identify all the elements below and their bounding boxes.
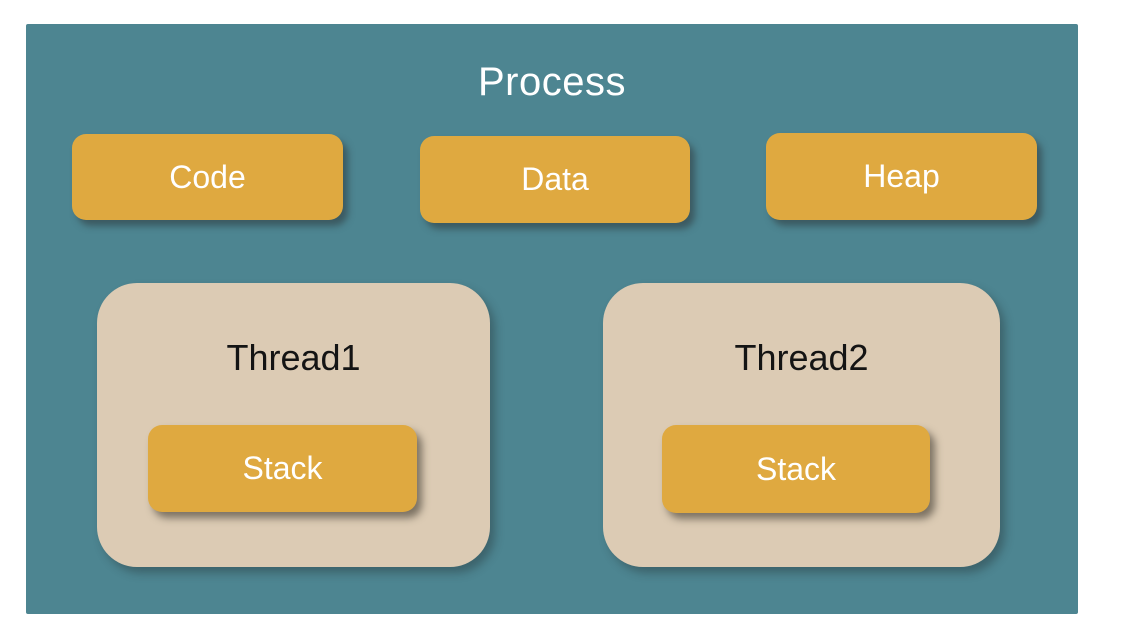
process-container: Process Code Data Heap Thread1 Stack Thr… bbox=[26, 24, 1078, 614]
segment-code-box: Code bbox=[72, 134, 343, 220]
thread2-label: Thread2 bbox=[734, 337, 869, 378]
thread1-container: Thread1 Stack bbox=[97, 283, 490, 567]
process-title: Process bbox=[478, 60, 626, 104]
thread1-label: Thread1 bbox=[226, 337, 361, 378]
thread2-container: Thread2 Stack bbox=[603, 283, 1000, 567]
segment-data-box: Data bbox=[420, 136, 690, 223]
thread2-stack-box: Stack bbox=[662, 425, 930, 513]
segment-heap-box: Heap bbox=[766, 133, 1037, 220]
thread1-stack-box: Stack bbox=[148, 425, 417, 512]
